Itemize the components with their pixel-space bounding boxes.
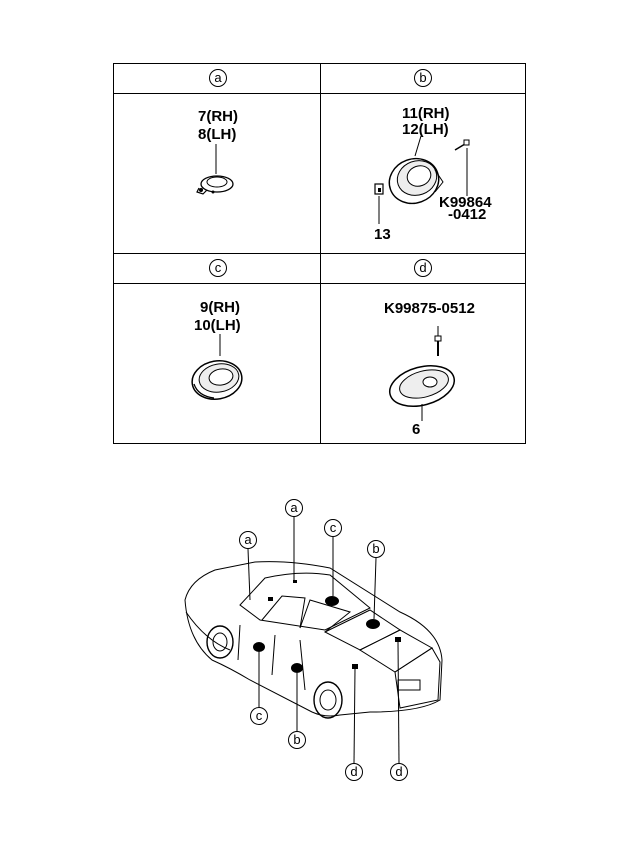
table-divider bbox=[114, 93, 525, 94]
panel-a-header: a bbox=[209, 69, 227, 87]
tweeter-part-illustration bbox=[196, 144, 234, 195]
panel-b-header: b bbox=[414, 69, 432, 87]
part-label-6: 6 bbox=[412, 421, 421, 438]
speaker-part-illustration bbox=[374, 135, 470, 224]
callout-b-bottom: b bbox=[288, 731, 306, 749]
parts-table: a b c d 7(RH) 8(LH) 11(RH) 12(LH) K99864… bbox=[113, 63, 526, 444]
callout-d-left: d bbox=[345, 763, 363, 781]
roof-speaker-marker bbox=[325, 596, 339, 606]
callout-c-bottom: c bbox=[250, 707, 268, 725]
part-label-8lh: 8(LH) bbox=[198, 126, 237, 143]
part-label-7rh: 7(RH) bbox=[198, 108, 238, 125]
part-label-10lh: 10(LH) bbox=[194, 317, 241, 334]
rear-speaker-part-illustration bbox=[388, 326, 456, 421]
part-label-0412: -0412 bbox=[448, 206, 487, 223]
part-label-13: 13 bbox=[374, 226, 391, 243]
panel-c-header: c bbox=[209, 259, 227, 277]
part-label-k99864: K99864 bbox=[439, 194, 492, 211]
door-speaker-part-illustration bbox=[191, 334, 243, 400]
rear-shelf-speaker-marker bbox=[366, 619, 380, 629]
part-label-k99875: K99875-0512 bbox=[384, 300, 475, 317]
callout-a-left: a bbox=[239, 531, 257, 549]
rear-door-speaker-marker bbox=[291, 663, 303, 673]
table-divider bbox=[114, 253, 525, 254]
front-door-speaker-marker bbox=[253, 642, 265, 652]
callout-d-right: d bbox=[390, 763, 408, 781]
part-label-12lh: 12(LH) bbox=[402, 121, 449, 138]
part-label-9rh: 9(RH) bbox=[200, 299, 240, 316]
callout-c-top: c bbox=[324, 519, 342, 537]
panel-d-header: d bbox=[414, 259, 432, 277]
callout-b-top: b bbox=[367, 540, 385, 558]
table-divider bbox=[114, 283, 525, 284]
part-label-11rh: 11(RH) bbox=[402, 105, 450, 122]
callout-a-top: a bbox=[285, 499, 303, 517]
